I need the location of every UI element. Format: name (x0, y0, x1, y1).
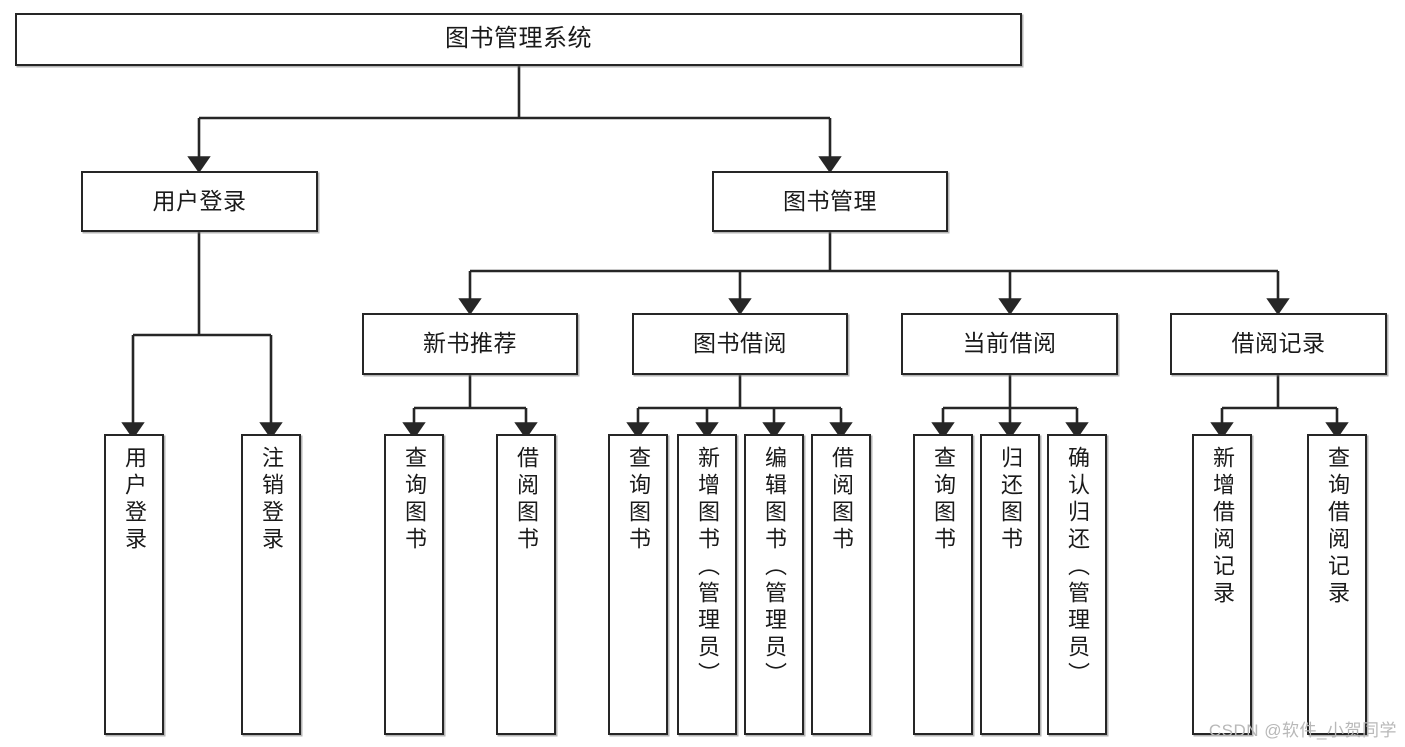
leaf-borrow-book-recommend[interactable]: 借阅图书 (496, 434, 556, 735)
leaf-query-book-recommend[interactable]: 查询图书 (384, 434, 444, 735)
node-label: 新书推荐 (423, 330, 517, 357)
node-root-system[interactable]: 图书管理系统 (15, 13, 1022, 66)
node-label: 编辑图书（管理员） (762, 446, 787, 689)
node-label: 查询图书 (402, 446, 427, 554)
node-label: 当前借阅 (962, 330, 1057, 357)
leaf-add-book-admin[interactable]: 新增图书（管理员） (677, 434, 737, 735)
leaf-query-borrow-record[interactable]: 查询借阅记录 (1307, 434, 1367, 735)
leaf-user-login[interactable]: 用户登录 (104, 434, 164, 735)
node-label: 查询图书 (931, 446, 956, 554)
node-new-book-recommend[interactable]: 新书推荐 (362, 313, 578, 375)
node-label: 图书管理系统 (445, 25, 592, 53)
node-book-management[interactable]: 图书管理 (712, 171, 948, 232)
leaf-query-book-current[interactable]: 查询图书 (913, 434, 973, 735)
node-label: 归还图书 (998, 446, 1023, 554)
leaf-return-book[interactable]: 归还图书 (980, 434, 1040, 735)
leaf-edit-book-admin[interactable]: 编辑图书（管理员） (744, 434, 804, 735)
node-current-borrow[interactable]: 当前借阅 (901, 313, 1118, 375)
node-label: 用户登录 (122, 446, 147, 554)
node-label: 注销登录 (259, 446, 284, 554)
node-label: 借阅图书 (829, 446, 854, 554)
node-label: 查询借阅记录 (1325, 446, 1350, 608)
leaf-borrow-book[interactable]: 借阅图书 (811, 434, 871, 735)
node-label: 借阅记录 (1231, 330, 1326, 357)
leaf-add-borrow-record[interactable]: 新增借阅记录 (1192, 434, 1252, 735)
leaf-query-book-borrow[interactable]: 查询图书 (608, 434, 668, 735)
node-label: 新增图书（管理员） (695, 446, 720, 689)
node-borrow-record[interactable]: 借阅记录 (1170, 313, 1387, 375)
node-label: 查询图书 (626, 446, 651, 554)
node-label: 确认归还（管理员） (1065, 446, 1090, 689)
node-label: 新增借阅记录 (1210, 446, 1235, 608)
node-label: 图书借阅 (693, 330, 787, 357)
node-user-login[interactable]: 用户登录 (81, 171, 318, 232)
leaf-logout-login[interactable]: 注销登录 (241, 434, 301, 735)
node-label: 用户登录 (152, 187, 247, 214)
watermark-text: CSDN @软件_小贺同学 (1208, 721, 1397, 740)
leaf-confirm-return-admin[interactable]: 确认归还（管理员） (1047, 434, 1107, 735)
node-book-borrow[interactable]: 图书借阅 (632, 313, 848, 375)
node-label: 借阅图书 (514, 446, 539, 554)
node-label: 图书管理 (783, 187, 877, 214)
